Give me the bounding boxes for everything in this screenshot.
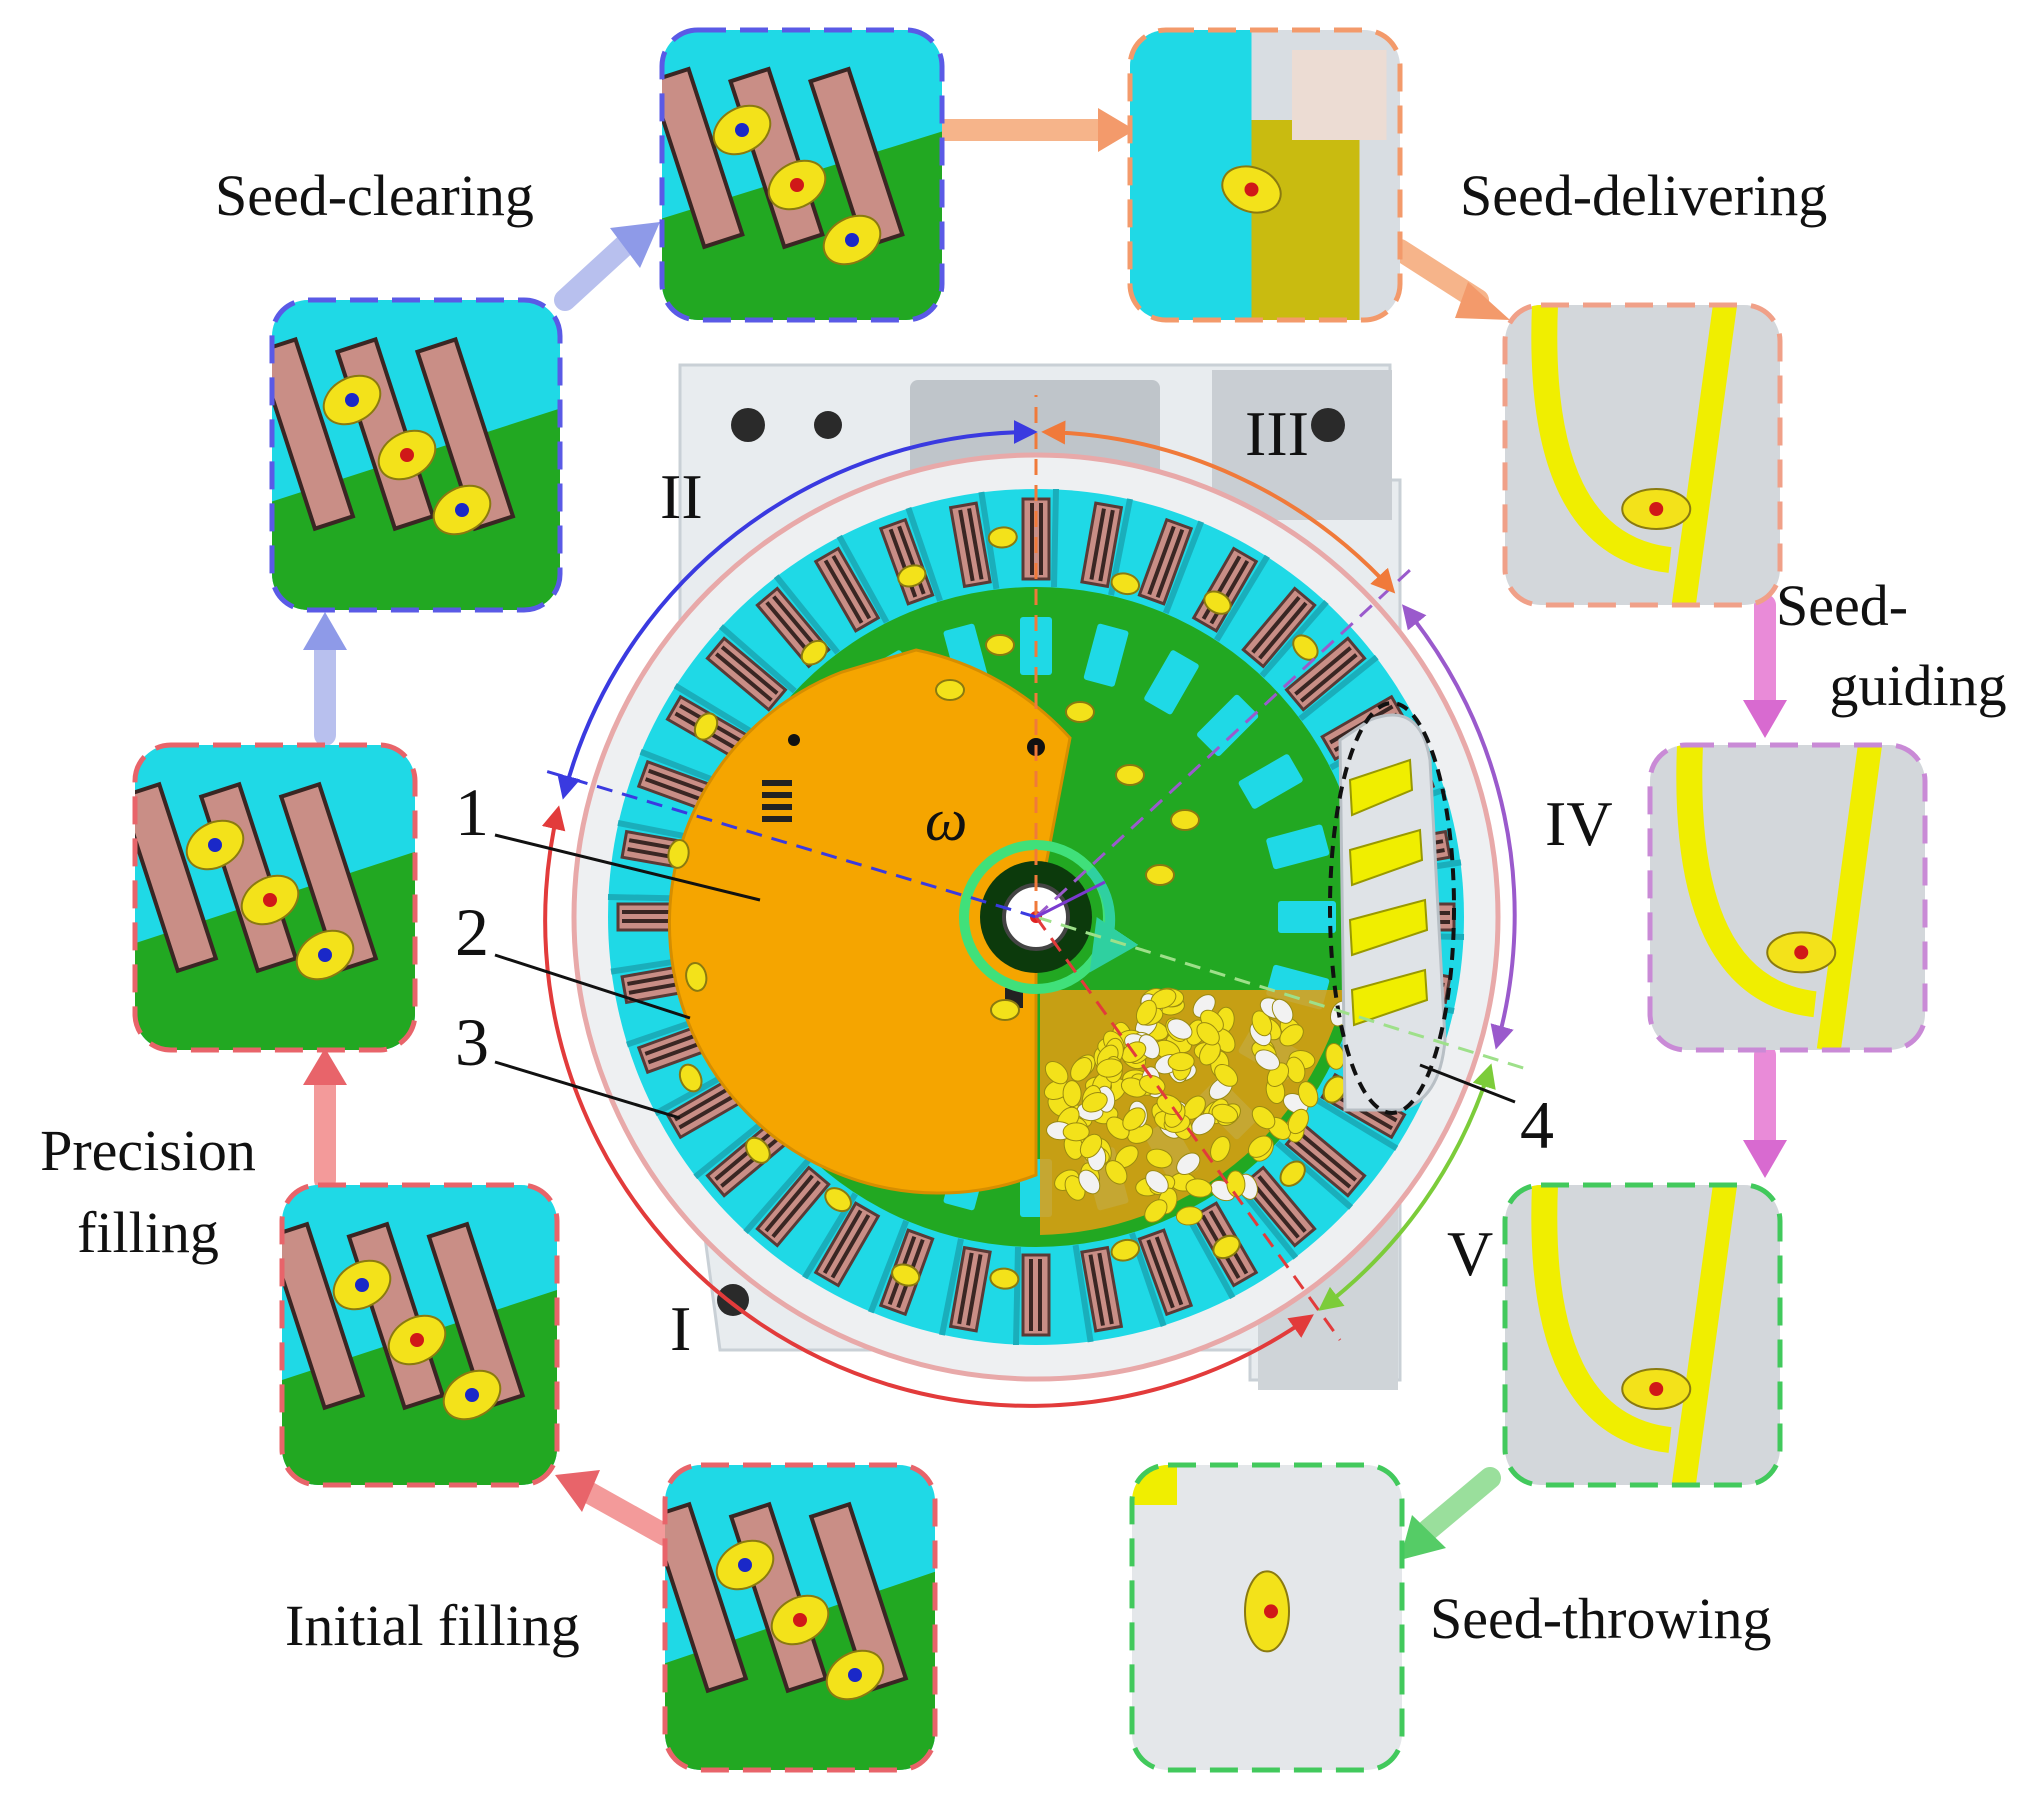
flow-arrow-head [1455,282,1510,320]
flow-arrow-head [303,612,347,650]
disc-slot [1197,694,1259,756]
flow-arrow-head [1743,1140,1787,1178]
seed [1115,764,1145,786]
disc-slot [1144,650,1199,715]
stage-labels: Seed-clearing Seed-delivering Seed- guid… [40,163,2007,1658]
seed [1065,701,1095,723]
panel-seed-delivering [1127,27,1403,323]
zone-IV-arc [1401,604,1517,1050]
flow-arrow-head [1400,1515,1446,1560]
label-seed-guiding-line2: guiding [1829,653,2006,718]
zone-I-arc [541,805,1314,1408]
flow-arrow-initial-to-precision [577,1481,676,1546]
panel-seed-release [1129,1462,1405,1773]
zone-label-V: V [1447,1218,1493,1289]
panel-seed-guiding-2 [1647,742,1928,1053]
panel-seed-clearing [659,27,945,323]
part-leaders [494,833,1516,1120]
disc-slot [1278,901,1336,933]
zone-III-arc [1041,420,1396,594]
label-precision-filling-line2: filling [77,1200,219,1265]
part-number-2: 2 [455,894,489,970]
flow-arrow-head [303,1048,347,1085]
mount-hole [731,408,765,442]
zone-label-IV: IV [1545,788,1613,859]
part-number-1: 1 [455,774,489,850]
panel-seed-guiding-1 [1502,302,1783,608]
shield-marker [788,734,800,746]
label-seed-delivering: Seed-delivering [1460,163,1827,228]
flow-arrow-to-clearing-2 [554,234,636,311]
flow-arrow-head [1098,108,1135,152]
part-number-3: 3 [455,1004,489,1080]
disc-slot [1083,623,1129,687]
zone-V-arc [1318,1063,1496,1311]
seed [1145,864,1175,886]
seed-cell [1284,636,1379,722]
part-number-labels: 1 2 3 4 [455,774,1554,1163]
stage-panels [132,27,1928,1773]
rotation-speed-symbol: ω [925,787,967,853]
label-seed-clearing: Seed-clearing [215,163,534,228]
panel-clearing-entry [269,297,563,613]
seed [1062,1080,1082,1108]
seed [1170,809,1200,831]
zone-label-I: I [670,1293,691,1364]
label-initial-filling: Initial filling [285,1593,580,1658]
panel-seed-throwing-1 [1502,1182,1783,1488]
panel-precision-filling-2 [132,742,418,1053]
flow-arrow-head [555,1470,600,1512]
flow-arrows [303,108,1787,1560]
zone-arcs [541,420,1517,1408]
label-precision-filling-line1: Precision [40,1118,256,1183]
label-seed-throwing: Seed-throwing [1430,1586,1772,1651]
panel-initial-filling [662,1462,938,1773]
label-seed-guiding-line1: Seed- [1776,573,1908,638]
flow-arrow-throwing-to-release [1417,1467,1501,1541]
seed [935,679,965,701]
panel-precision-filling-1 [279,1182,560,1488]
seed [1203,590,1232,615]
seed [990,999,1020,1021]
zone-II-arc [557,420,1038,800]
seed [1292,634,1319,661]
zone-labels: I II III IV V [660,398,1613,1364]
flow-arrow-head [1743,700,1787,738]
zone-label-III: III [1245,398,1309,469]
mount-hole [1311,408,1345,442]
disc-slot [1238,754,1303,809]
mount-hole [814,411,842,439]
zone-label-II: II [660,461,703,532]
flow-arrow-head [610,222,660,268]
part-number-4: 4 [1520,1087,1554,1163]
seed [985,634,1015,656]
